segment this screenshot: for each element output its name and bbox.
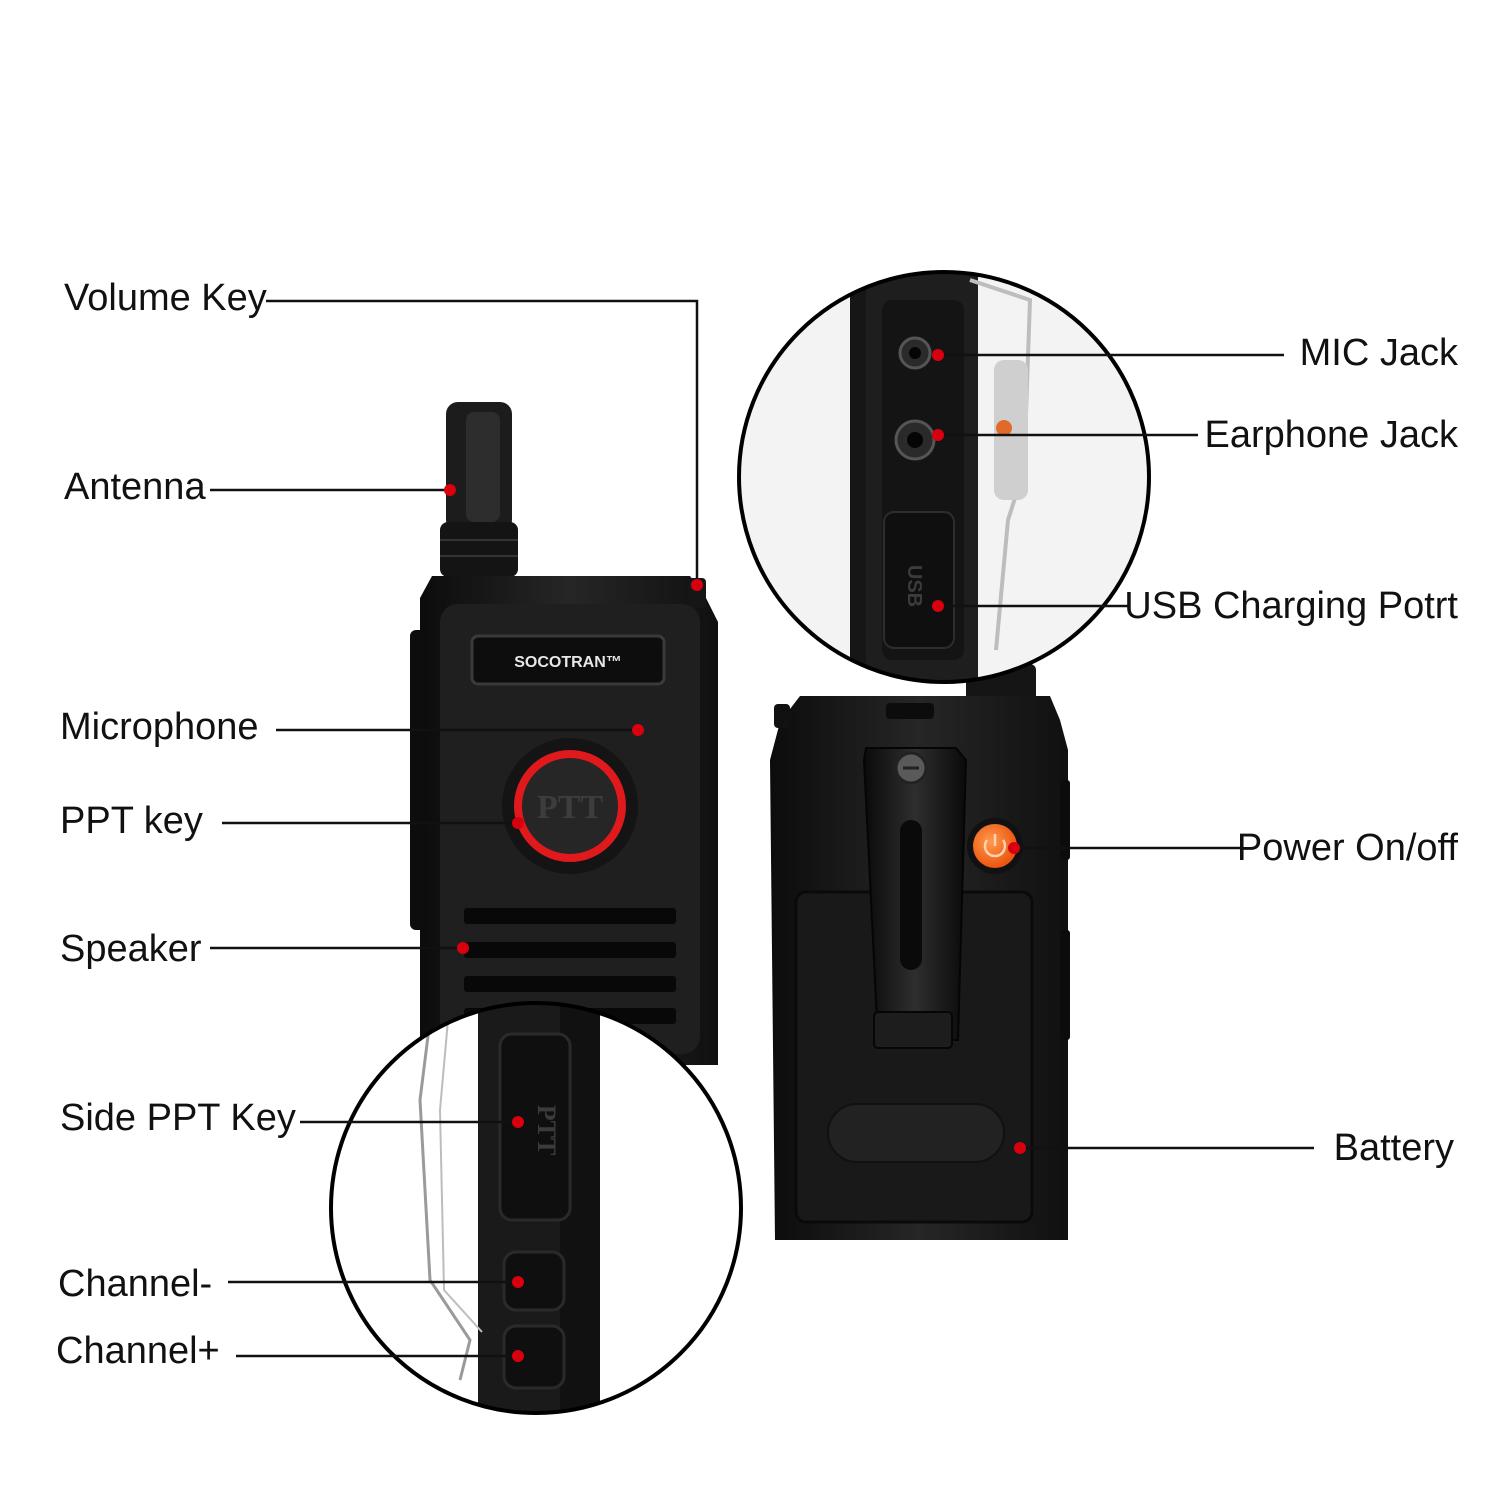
side-ptt-mark: PTT — [532, 1105, 561, 1156]
label-mic-jack: MIC Jack — [1299, 332, 1458, 374]
power-button[interactable] — [967, 818, 1023, 874]
dot-earphone-jack — [932, 429, 944, 441]
label-earphone-jack: Earphone Jack — [1204, 414, 1459, 456]
usb-mark: USB — [903, 565, 925, 607]
callout-dots — [444, 349, 1026, 1362]
label-speaker: Speaker — [60, 928, 202, 970]
leader-volume-key — [266, 299, 699, 583]
label-power-on-off: Power On/off — [1236, 827, 1458, 869]
dot-channel-plus — [512, 1350, 524, 1362]
usb-port-cover — [883, 511, 955, 649]
front-radio: SOCOTRAN™ PTT — [410, 402, 718, 1065]
dot-microphone — [632, 724, 644, 736]
dot-antenna — [444, 484, 456, 496]
back-radio — [770, 664, 1070, 1240]
label-channel-plus: Channel+ — [56, 1330, 220, 1372]
dot-ppt-key — [512, 817, 524, 829]
dot-side-ppt-key — [512, 1116, 524, 1128]
side-ppt-button[interactable] — [498, 1032, 572, 1222]
label-antenna: Antenna — [64, 466, 206, 508]
jack-magnifier: USB — [737, 270, 1151, 684]
label-microphone: Microphone — [60, 706, 259, 748]
belt-clip — [862, 747, 968, 1049]
label-battery: Battery — [1333, 1127, 1454, 1169]
antenna — [440, 402, 518, 577]
left-side-rail — [410, 630, 426, 930]
label-ppt-key: PPT key — [60, 800, 203, 842]
logo-plate: SOCOTRAN™ — [470, 634, 666, 686]
dot-mic-jack — [932, 349, 944, 361]
dot-volume-key — [691, 579, 703, 591]
label-usb-charging-port: USB Charging Potrt — [1124, 585, 1458, 627]
dot-usb-port — [932, 600, 944, 612]
ptt-button[interactable]: PTT — [502, 738, 638, 874]
dot-channel-minus — [512, 1276, 524, 1288]
brand-logo: SOCOTRAN™ — [514, 654, 622, 671]
dot-speaker — [457, 942, 469, 954]
ptt-mark: PTT — [537, 789, 603, 826]
dot-battery — [1014, 1142, 1026, 1154]
callout-lines — [210, 299, 1314, 1358]
label-volume-key: Volume Key — [64, 277, 267, 319]
side-key-magnifier: PTT — [329, 1001, 743, 1415]
dot-power — [1008, 842, 1020, 854]
label-channel-minus: Channel- — [58, 1263, 213, 1305]
label-side-ppt-key: Side PPT Key — [60, 1097, 296, 1139]
